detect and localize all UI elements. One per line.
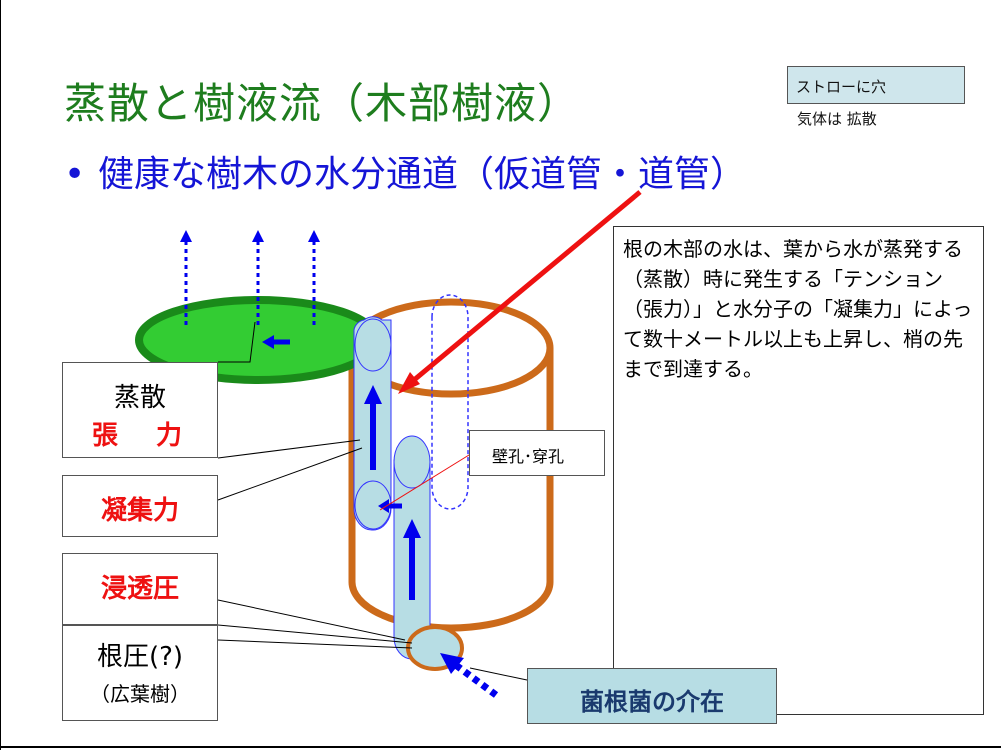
pits-label: 壁孔･穿孔 — [469, 430, 605, 476]
osmotic-label: 浸透圧 — [62, 553, 218, 625]
cohesion-label: 凝集力 — [62, 475, 218, 537]
mycorrhiza-arrow — [440, 653, 499, 698]
mycorrhiza-label: 菌根菌の介在 — [527, 668, 777, 724]
pits-text: 壁孔･穿孔 — [492, 447, 565, 466]
root-pressure-label: 根圧(?) （広葉樹） — [62, 625, 218, 721]
transpiration-text: 蒸散 — [113, 383, 166, 413]
mycorrhiza-text: 菌根菌の介在 — [580, 688, 724, 716]
leaf-flow-arrow — [262, 335, 290, 349]
cohesion-text: 凝集力 — [100, 496, 179, 526]
straw-note-box: ストローに穴 — [787, 66, 965, 104]
bullet-text: 健康な樹木の水分通道（仮道管・道管） — [98, 154, 747, 195]
gas-diffusion-note: 気体は 拡散 — [797, 110, 877, 128]
slide-title: 蒸散と樹液流（木部樹液） — [64, 79, 581, 128]
dashed-vessel — [431, 294, 469, 510]
red-pointer-arrow — [398, 190, 642, 394]
tension-text: 張 力 — [91, 421, 188, 451]
explanation-text: 根の木部の水は、葉から水が蒸発する（蒸散）時に発生する「テンション（張力）」と水… — [623, 237, 973, 381]
callout-lines — [217, 321, 413, 649]
osmotic-text: 浸透圧 — [100, 574, 179, 604]
transpiration-tension-label: 蒸散 張 力 — [62, 362, 218, 458]
bullet-item: • 健康な樹木の水分通道（仮道管・道管） — [64, 145, 746, 197]
slide-border-bottom — [0, 746, 1001, 748]
upper-vessel — [353, 316, 392, 531]
straw-note-text: ストローに穴 — [796, 78, 887, 96]
vessel-upflow-arrows — [364, 385, 421, 600]
broadleaf-text: （広葉樹） — [90, 682, 190, 706]
vapor-arrowheads — [180, 230, 320, 242]
root-pressure-text: 根圧(?) — [96, 642, 184, 672]
pit-callout-line — [379, 454, 470, 511]
bullet-dot-icon: • — [64, 154, 86, 195]
explanation-box — [613, 226, 984, 715]
vapor-arrows — [184, 242, 316, 325]
mycorrhiza-callout-line — [469, 667, 528, 681]
slide-border-left — [0, 0, 1, 750]
